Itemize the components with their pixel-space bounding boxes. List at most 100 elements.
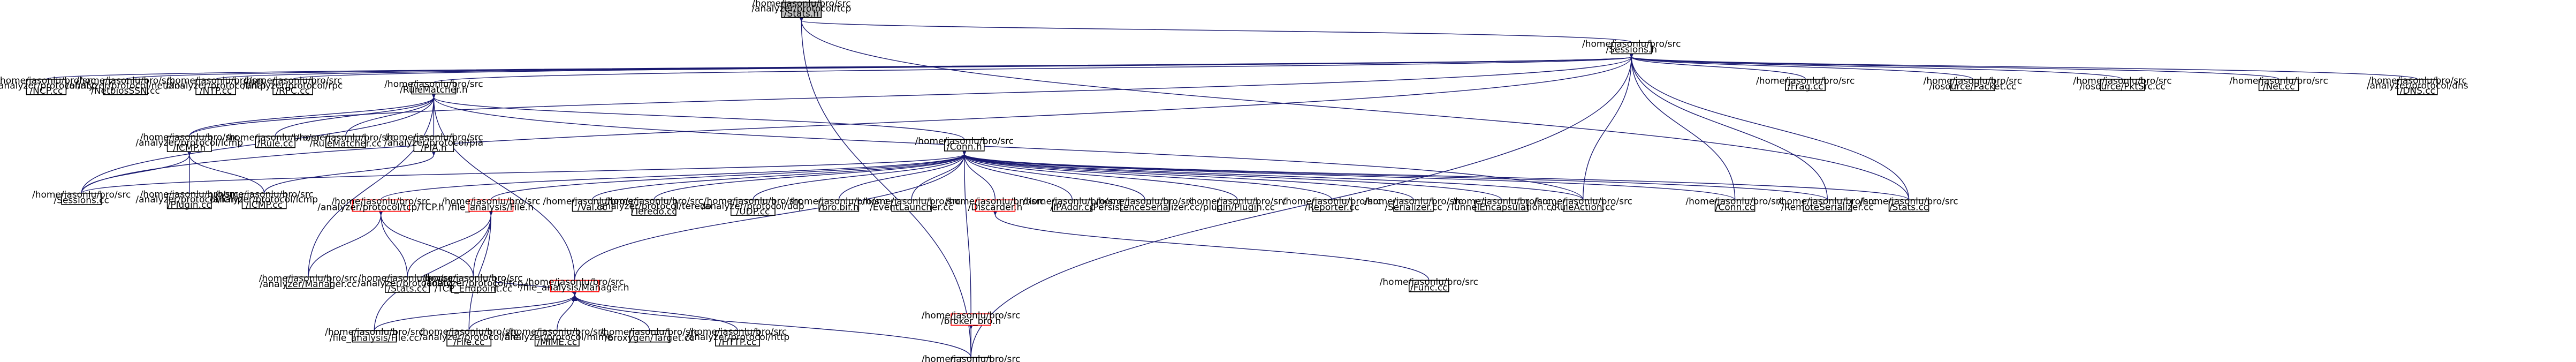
node-label-line: /home/jasonlu/bro/src <box>922 310 1020 321</box>
node-eventlauncher[interactable]: /home/jasonlu/bro/src/EventLauncher.cc <box>862 197 961 213</box>
node-discarder[interactable]: /home/jasonlu/bro/src/Discarder.h <box>946 197 1044 213</box>
node-label-line: /home/jasonlu/bro/src <box>1582 39 1681 49</box>
node-tcp-endpoint[interactable]: /home/jasonlu/bro/src/analyzer/protocol/… <box>423 273 523 294</box>
node-teredo[interactable]: /home/jasonlu/bro/src/analyzer/protocol/… <box>596 196 711 217</box>
node-fa-manager-h[interactable]: /home/jasonlu/bro/src/file_analysis/Mana… <box>520 277 629 293</box>
node-icmp-cc[interactable]: /home/jasonlu/bro/src/analyzer/protocol/… <box>210 190 318 210</box>
node-sessions-h[interactable]: /home/jasonlu/bro/src/Sessions.h <box>1582 39 1681 55</box>
node-label-line: /TCP_Endpoint.cc <box>435 283 513 294</box>
node-fa-file[interactable]: /home/jasonlu/bro/src/file_analysis/File… <box>325 327 423 344</box>
edge-sessions-h-to-packet <box>1631 57 1973 80</box>
node-tcp-h[interactable]: /home/jasonlu/bro/src/analyzer/protocol/… <box>317 197 444 213</box>
node-sessions-cc[interactable]: /home/jasonlu/bro/src/Sessions.cc <box>32 190 131 206</box>
node-box <box>1888 199 1929 212</box>
edge-conn-h-to-val <box>591 154 964 200</box>
node-label-line: /analyzer/protocol/rpc <box>243 80 343 91</box>
node-broxygen[interactable]: /home/jasonlu/bro/src/broxygen/Target.cc <box>600 327 698 344</box>
node-label-line: /bro.bif.h <box>819 202 859 213</box>
node-rulematcher-h[interactable]: /home/jasonlu/bro/src/RuleMatcher.h <box>384 79 483 96</box>
node-label-line: /home/jasonlu/bro/src <box>244 76 342 86</box>
node-label-line: /home/jasonlu/bro/src <box>1283 197 1381 207</box>
node-label-line: /Serializer.cc <box>1385 202 1442 213</box>
node-label-line: /file_analysis/File.h <box>449 202 534 213</box>
node-stats-h[interactable]: /home/jasonlu/bro/src/analyzer/protocol/… <box>751 0 851 19</box>
node-packet[interactable]: /home/jasonlu/bro/src/iosource/Packet.cc <box>1924 76 2022 92</box>
node-tcp-stats[interactable]: /home/jasonlu/bro/src/analyzer/protocol/… <box>358 273 457 294</box>
node-box <box>468 199 514 212</box>
node-label-line: /analyzer/protocol/tcp <box>358 278 457 289</box>
edge-conn-h-to-persistence <box>964 154 1145 200</box>
edge-conn-h-to-teredo <box>654 154 964 200</box>
node-label-line: /home/jasonlu/bro/src <box>946 197 1044 207</box>
node-label-line: /home/jasonlu/bro/src <box>922 354 1020 362</box>
node-ipaddr[interactable]: /home/jasonlu/bro/src/IPAddr.cc <box>1023 197 1121 213</box>
node-ruleaction[interactable]: /home/jasonlu/bro/src/RuleAction.cc <box>1534 197 1632 213</box>
node-ntp[interactable]: /home/jasonlu/bro/src/analyzer/protocol/… <box>165 76 266 96</box>
node-icmp-h[interactable]: /home/jasonlu/bro/src/analyzer/protocol/… <box>135 132 243 153</box>
node-tunnel[interactable]: /home/jasonlu/bro/src/TunnelEncapsulatio… <box>1447 197 1556 213</box>
node-bro-bif[interactable]: /home/jasonlu/bro/src/bro.bif.h <box>789 197 888 213</box>
node-label-line: /broxygen/Target.cc <box>605 333 695 343</box>
node-analyzer-mgr[interactable]: /home/jasonlu/bro/src/analyzer/Manager.c… <box>259 274 358 290</box>
node-reporter[interactable]: /home/jasonlu/bro/src/Reporter.cc <box>1283 197 1381 213</box>
node-frag[interactable]: /home/jasonlu/bro/src/Frag.cc <box>1756 76 1855 92</box>
edge-sessions-h-to-rpc <box>292 57 1631 80</box>
edge-sessions-h-to-sessions-cc <box>81 57 1631 193</box>
node-persistence[interactable]: /home/jasonlu/bro/src/PersistenceSeriali… <box>1090 197 1200 213</box>
node-label-line: /broker_bro.h <box>941 316 1001 327</box>
node-conn-cc[interactable]: /home/jasonlu/bro/src/Conn.cc <box>1685 197 1784 213</box>
node-pia-h[interactable]: /home/jasonlu/bro/src/analyzer/protocol/… <box>384 132 483 153</box>
node-val[interactable]: /home/jasonlu/bro/src/Val.cc <box>543 197 641 213</box>
node-label-line: /home/jasonlu/bro/src <box>704 196 802 207</box>
node-label-line: /RemoteSerializer.cc <box>1781 202 1874 213</box>
node-serializer[interactable]: /home/jasonlu/bro/src/Serializer.cc <box>1364 197 1463 213</box>
node-label-line: /home/jasonlu/bro/src <box>259 274 358 284</box>
node-file-h[interactable]: /home/jasonlu/bro/src/file_analysis/File… <box>442 197 540 213</box>
node-box <box>730 199 776 216</box>
node-label-line: /home/jasonlu/bro/src <box>166 76 265 86</box>
node-label-line: /iosource/PktSrc.cc <box>2079 81 2165 92</box>
node-netbios[interactable]: /home/jasonlu/bro/src/analyzer/protocol/… <box>66 76 185 96</box>
edge-sessions-h-to-stats-cc <box>1631 57 1910 200</box>
node-mime[interactable]: /home/jasonlu/bro/src/analyzer/protocol/… <box>501 327 613 348</box>
node-main[interactable]: /home/jasonlu/bro/src/main.cc <box>922 354 1020 362</box>
node-stats-cc[interactable]: /home/jasonlu/bro/src/Stats.cc <box>1859 197 1958 213</box>
node-broker-bro[interactable]: /home/jasonlu/bro/src/broker_bro.h <box>922 310 1020 327</box>
node-rpc[interactable]: /home/jasonlu/bro/src/analyzer/protocol/… <box>243 76 343 96</box>
edge-sessions-h-to-net <box>1631 57 2279 80</box>
edge-discarder-to-func <box>995 215 1430 281</box>
node-remoteser[interactable]: /home/jasonlu/bro/src/RemoteSerializer.c… <box>1778 197 1876 213</box>
edge-sessions-h-to-icmp-h <box>189 57 1631 137</box>
node-label-line: /analyzer/protocol/http <box>686 332 789 343</box>
node-box <box>781 2 822 18</box>
node-box <box>1393 199 1434 212</box>
node-box <box>325 135 366 148</box>
edge-fa-manager-h-to-http <box>575 295 738 331</box>
edge-file-h-to-tcp-stats <box>407 215 491 277</box>
node-icmp-plugin[interactable]: /home/jasonlu/bro/src/analyzer/protocol/… <box>135 190 243 210</box>
node-label-line: /ICMP.cc <box>246 200 283 210</box>
node-ncp[interactable]: /home/jasonlu/bro/src/analyzer/protocol/… <box>0 76 97 96</box>
edge-conn-h-to-sessions-cc <box>81 154 964 194</box>
node-label-line: /home/jasonlu/bro/src <box>358 273 457 284</box>
node-label-line: /analyzer/protocol/ntp <box>165 80 266 91</box>
node-pktsrc[interactable]: /home/jasonlu/bro/src/iosource/PktSrc.cc <box>2073 76 2171 92</box>
node-conn-h[interactable]: /home/jasonlu/bro/src/Conn.h <box>915 136 1014 153</box>
node-func[interactable]: /home/jasonlu/bro/src/Func.cc <box>1380 277 1478 293</box>
node-box <box>166 135 212 152</box>
node-plugin-plugin[interactable]: /home/jasonlu/bro/src/plugin/Plugin.cc <box>1188 197 1287 213</box>
node-udp[interactable]: /home/jasonlu/bro/src/analyzer/protocol/… <box>702 196 804 217</box>
node-rulematcher-cc[interactable]: /home/jasonlu/bro/src/RuleMatcher.cc <box>297 133 395 149</box>
node-net[interactable]: /home/jasonlu/bro/src/Net.cc <box>2229 76 2328 92</box>
node-box <box>446 330 492 347</box>
node-rule[interactable]: /home/jasonlu/bro/src/Rule.cc <box>226 133 324 149</box>
node-label-line: /home/jasonlu/bro/src <box>331 197 430 207</box>
node-box <box>385 276 430 293</box>
edge-conn-h-to-ruleaction <box>964 154 1584 200</box>
node-file-file[interactable]: /home/jasonlu/bro/src/analyzer/protocol/… <box>420 327 519 348</box>
node-box <box>166 192 212 209</box>
node-box <box>1803 199 1852 212</box>
node-dns[interactable]: /home/jasonlu/bro/src/analyzer/protocol/… <box>2367 76 2468 96</box>
node-box <box>352 330 397 343</box>
node-http[interactable]: /home/jasonlu/bro/src/analyzer/protocol/… <box>686 327 789 348</box>
